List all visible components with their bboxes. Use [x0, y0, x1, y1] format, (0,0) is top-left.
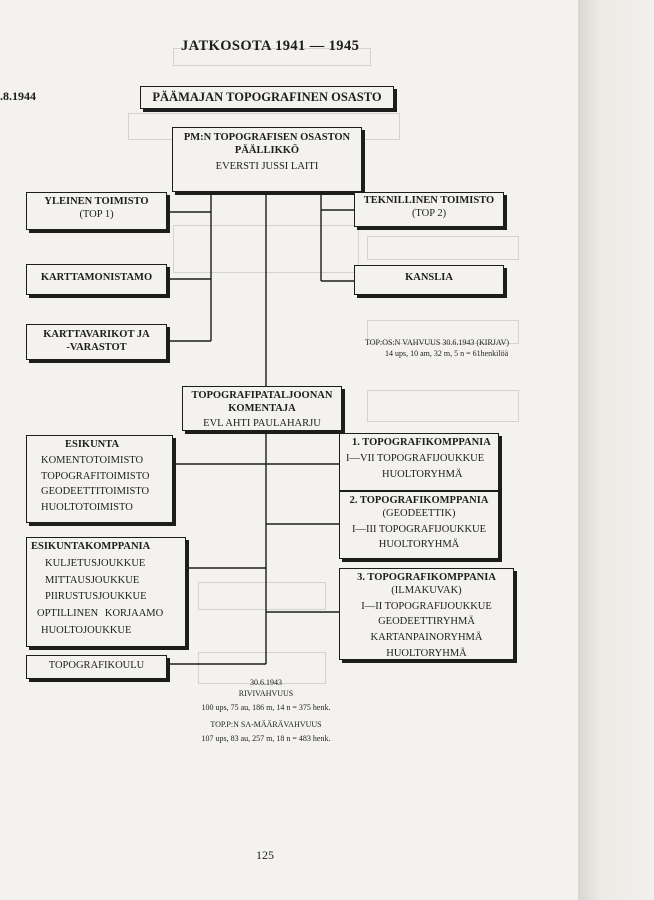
esikunta-item: HUOLTOTOIMISTO	[41, 502, 133, 514]
unit-box-kanslia: KANSLIA	[354, 265, 504, 295]
chief-name: EVERSTI JUSSI LAITI	[215, 160, 319, 172]
company-box-3: 3. TOPOGRAFIKOMPPANIA (ILMAKUVAK) I—II T…	[339, 568, 514, 660]
company-title: 3. TOPOGRAFIKOMPPANIA	[357, 572, 496, 583]
footnote-maara-label: TOP.P:N SA-MÄÄRÄVAHVUUS	[210, 720, 322, 730]
unit-box-karttavarikot: KARTTAVARIKOT JA -VARASTOT	[26, 324, 167, 360]
school-label: TOPOGRAFIKOULU	[48, 660, 145, 671]
show-through-box	[173, 48, 371, 66]
esikuntakomppania-item: KULJETUSJOUKKUE	[45, 557, 146, 569]
unit-title: KANSLIA	[405, 272, 453, 283]
unit-title: YLEINEN TOIMISTO	[44, 196, 149, 207]
esikunta-box: ESIKUNTA KOMENTOTOIMISTO TOPOGRAFITOIMIS…	[26, 435, 173, 523]
chief-box: PM:N TOPOGRAFISEN OSASTON PÄÄLLIKKÖ EVER…	[172, 127, 362, 192]
school-box: TOPOGRAFIKOULU	[26, 655, 167, 679]
footnote-block: 30.6.1943 RIVIVAHVUUS 100 ups, 75 au, 18…	[178, 678, 354, 745]
chief-title: PM:N TOPOGRAFISEN OSASTON PÄÄLLIKKÖ	[183, 132, 351, 156]
esikuntakomppania-item: HUOLTOJOUKKUE	[41, 624, 132, 636]
show-through-box	[367, 236, 519, 260]
company-title: 2. TOPOGRAFIKOMPPANIA	[349, 495, 489, 506]
esikunta-item: TOPOGRAFITOIMISTO	[41, 470, 150, 482]
show-through-box	[367, 320, 519, 344]
esikuntakomppania-item: PIIRUSTUSJOUKKUE	[45, 591, 147, 603]
esikunta-item: GEODEETTITOIMISTO	[41, 486, 150, 498]
unit-sub: (TOP 1)	[79, 208, 114, 220]
company-title: 1. TOPOGRAFIKOMPPANIA	[352, 437, 491, 448]
unit-title: TEKNILLINEN TOIMISTO	[363, 195, 495, 206]
unit-title: KARTTAVARIKOT JA -VARASTOT	[43, 329, 150, 353]
show-through-box	[198, 652, 326, 684]
show-through-box	[198, 582, 326, 610]
date-fragment: .8.1944	[0, 89, 36, 103]
company-box-2: 2. TOPOGRAFIKOMPPANIA (GEODEETTIK) I—III…	[339, 491, 499, 559]
company-box-1: 1. TOPOGRAFIKOMPPANIA I—VII TOPOGRAFIJOU…	[339, 433, 499, 491]
company-sub: (GEODEETTIK)	[382, 507, 456, 519]
footnote-maara-value: 107 ups, 83 au, 257 m, 18 n = 483 henk.	[201, 734, 331, 744]
company-item: HUOLTORYHMÄ	[382, 468, 463, 480]
strength-note-line1: TOP:OS:N VAHVUUS 30.6.1943 (KIRJAV)	[365, 338, 510, 347]
esikunta-item: KOMENTOTOIMISTO	[41, 454, 144, 466]
page-number: 125	[256, 848, 274, 862]
battalion-name: EVL AHTI PAULAHARJU	[203, 417, 321, 429]
company-item: GEODEETTIRYHMÄ	[378, 616, 475, 628]
page-edge	[578, 0, 654, 900]
company-item: HUOLTORYHMÄ	[378, 539, 460, 551]
footnote-rivi-label: RIVIVAHVUUS	[238, 688, 294, 698]
company-item: I—VII TOPOGRAFIJOUKKUE	[346, 452, 485, 464]
battalion-title: TOPOGRAFIPATALJOONAN KOMENTAJA	[191, 390, 333, 414]
esikuntakomppania-title: ESIKUNTAKOMPPANIA	[31, 541, 151, 552]
company-item: I—III TOPOGRAFIJOUKKUE	[351, 523, 487, 535]
esikuntakomppania-item: MITTAUSJOUKKUE	[45, 574, 140, 586]
footnote-rivi-value: 100 ups, 75 au, 186 m, 14 n = 375 henk.	[201, 702, 331, 712]
esikuntakomppania-box: ESIKUNTAKOMPPANIA KULJETUSJOUKKUE MITTAU…	[26, 537, 186, 647]
unit-title: KARTTAMONISTAMO	[40, 272, 153, 283]
root-label: PÄÄMAJAN TOPOGRAFINEN OSASTO	[152, 90, 382, 104]
unit-box-karttamonistamo: KARTTAMONISTAMO	[26, 264, 167, 295]
battalion-box: TOPOGRAFIPATALJOONAN KOMENTAJA EVL AHTI …	[182, 386, 342, 431]
unit-box-yleinen-toimisto: YLEINEN TOIMISTO (TOP 1)	[26, 192, 167, 230]
unit-box-teknillinen-toimisto: TEKNILLINEN TOIMISTO (TOP 2)	[354, 192, 504, 227]
show-through-box	[367, 390, 519, 422]
strength-note-line2: 14 ups, 10 am, 32 m, 5 n = 61henkilöä	[385, 348, 509, 358]
company-item: KARTANPAINORYHMÄ	[370, 632, 483, 644]
esikunta-title: ESIKUNTA	[65, 439, 120, 450]
footnote-date: 30.6.1943	[250, 678, 282, 687]
strength-note: TOP:OS:N VAHVUUS 30.6.1943 (KIRJAV) 14 u…	[365, 338, 509, 360]
company-item: HUOLTORYHMÄ	[386, 647, 467, 659]
show-through-box	[173, 225, 359, 273]
root-box: PÄÄMAJAN TOPOGRAFINEN OSASTO	[140, 86, 394, 109]
unit-sub: (TOP 2)	[411, 207, 447, 219]
page-title: JATKOSOTA 1941 — 1945	[181, 38, 360, 54]
company-item: I—II TOPOGRAFIJOUKKUE	[361, 600, 492, 612]
company-sub: (ILMAKUVAK)	[391, 584, 462, 596]
esikuntakomppania-item: OPTILLINEN KORJAAMO	[37, 608, 164, 620]
